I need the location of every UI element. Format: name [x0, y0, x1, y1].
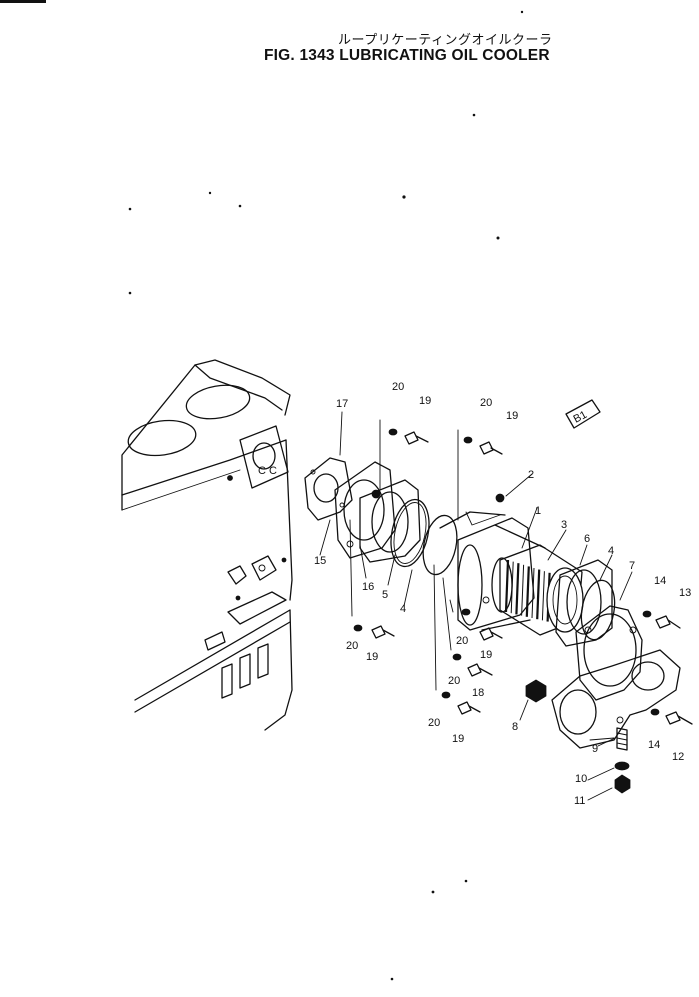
callout-19c: 19: [480, 649, 492, 661]
callout-19b: 19: [506, 410, 518, 422]
cooling-fin: [525, 566, 530, 617]
gasket-5: [359, 479, 421, 563]
callout-16: 16: [362, 581, 374, 593]
callout-19d: 19: [366, 651, 378, 663]
washer-10: [614, 761, 630, 771]
plug-8: [525, 679, 547, 703]
callout-19e: 19: [452, 733, 464, 745]
engine-block: C C: [121, 359, 293, 731]
callout-15: 15: [314, 555, 326, 567]
callout-1: 1: [535, 505, 541, 517]
callout-20d: 20: [346, 640, 358, 652]
callout-18: 18: [472, 687, 484, 699]
callout-20e: 20: [448, 675, 460, 687]
corner-mark: [0, 0, 46, 3]
callout-17: 17: [336, 398, 348, 410]
callout-10: 10: [575, 773, 587, 785]
callout-14a: 14: [654, 575, 666, 587]
callout-20f: 20: [428, 717, 440, 729]
callout-12: 12: [672, 751, 684, 763]
callout-7: 7: [629, 560, 635, 572]
gasket-17: [304, 457, 353, 521]
cooling-fin: [504, 559, 510, 613]
cooler-element-3: [491, 544, 584, 636]
callout-20b: 20: [480, 397, 492, 409]
o-ring-4-left: [390, 498, 430, 568]
cooling-fin: [510, 561, 514, 614]
figure-title-japanese: ループリケーティングオイルクーラ: [338, 33, 553, 48]
cooling-fin: [536, 569, 541, 620]
callout-13: 13: [679, 587, 691, 599]
callout-3: 3: [561, 519, 567, 531]
nut-11: [614, 774, 631, 794]
callout-14b: 14: [648, 739, 660, 751]
cooling-fin: [541, 571, 545, 621]
direction-marker-label: B1: [572, 409, 590, 426]
callout-11: 11: [574, 795, 585, 807]
cooling-fin: [515, 563, 520, 615]
cover-plate-16: [334, 461, 396, 559]
o-ring-4-right: [580, 579, 616, 641]
callout-labels: 17 20 19 20 19 2 1 3 6 4 7 14 13 15 16 5…: [314, 381, 691, 807]
callout-9: 9: [592, 743, 598, 755]
leader-lines: [319, 411, 633, 801]
svg-text:C C: C C: [258, 465, 277, 477]
fasteners: [353, 428, 693, 725]
callout-4a: 4: [400, 603, 406, 615]
callout-8: 8: [512, 721, 518, 733]
end-cover-7: [575, 605, 643, 701]
callout-5: 5: [382, 589, 388, 601]
callout-6: 6: [584, 533, 590, 545]
cooling-fin: [531, 567, 535, 619]
scan-specks: [128, 10, 524, 981]
callout-19a: 19: [419, 395, 431, 407]
callout-20c: 20: [456, 635, 468, 647]
outlet-housing: [551, 649, 681, 749]
figure-title: FIG. 1343 LUBRICATING OIL COOLER: [264, 47, 550, 64]
callout-2: 2: [528, 469, 534, 481]
direction-marker: B1: [565, 399, 601, 429]
callout-20a: 20: [392, 381, 404, 393]
stud-9: [616, 727, 628, 751]
cooling-fin: [521, 564, 525, 616]
callout-4b: 4: [608, 545, 614, 557]
